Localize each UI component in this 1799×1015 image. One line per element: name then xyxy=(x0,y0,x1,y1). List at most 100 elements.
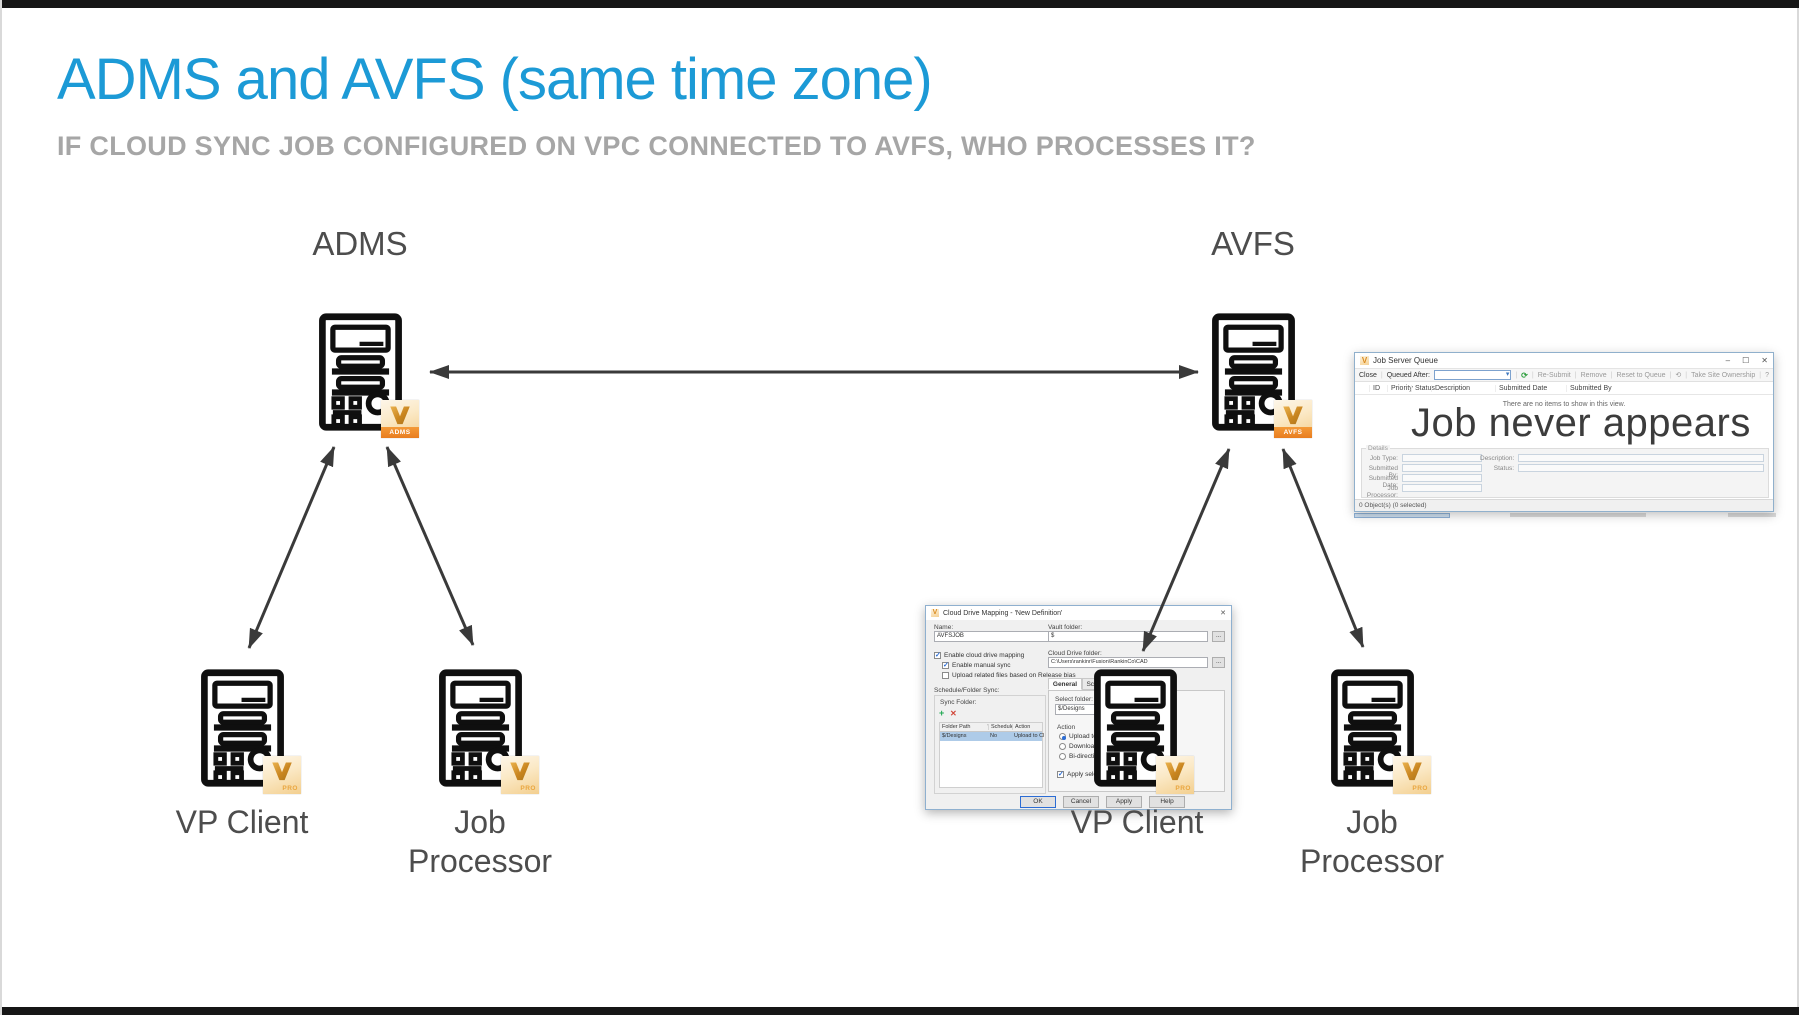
vp-client-left-server: PRO xyxy=(199,668,301,794)
column-header[interactable]: Submitted Date xyxy=(1495,385,1547,392)
empty-list-message: There are no items to show in this view. xyxy=(1502,401,1626,408)
vault-v-icon xyxy=(267,758,297,784)
field-label: Status: xyxy=(1493,465,1514,472)
cancel-button[interactable]: Cancel xyxy=(1063,796,1099,808)
arrow-avfs-jobprocessor xyxy=(1281,448,1365,648)
remove-button[interactable]: Remove xyxy=(1580,371,1607,379)
delete-folder-icon[interactable]: ✕ xyxy=(950,709,957,718)
separator: | xyxy=(1685,371,1688,379)
separator: | xyxy=(1515,371,1518,379)
tab-general[interactable]: General xyxy=(1048,678,1082,690)
description-field[interactable] xyxy=(1518,454,1764,462)
help-button[interactable]: Help xyxy=(1149,796,1185,808)
cell-scheduled: No xyxy=(990,733,998,739)
queued-after-combobox[interactable] xyxy=(1433,370,1512,380)
column-header[interactable]: Priority xyxy=(1387,385,1413,392)
details-groupbox: Details Job Type: Submitted By: Submitte… xyxy=(1361,445,1769,499)
close-button[interactable]: ✕ xyxy=(1761,356,1768,365)
background-window-fragment xyxy=(1354,513,1450,518)
separator: | xyxy=(1669,371,1672,379)
slide-top-bar xyxy=(2,0,1799,8)
resubmit-button[interactable]: Re-Submit xyxy=(1537,371,1571,379)
enable-mapping-checkbox[interactable] xyxy=(934,651,941,659)
page-subtitle: IF CLOUD SYNC JOB CONFIGURED ON VPC CONN… xyxy=(57,131,1256,161)
cloud-folder-browse-button[interactable]: ... xyxy=(1212,657,1225,668)
job-processor-left-server: PRO xyxy=(437,668,539,794)
cell-action: Upload to Cloud Drive xyxy=(1014,733,1044,739)
badge-text: PRO xyxy=(282,785,298,792)
vault-folder-input[interactable]: $ xyxy=(1048,631,1208,642)
background-window-fragment xyxy=(1510,513,1646,517)
dialog-title-bar[interactable]: V Cloud Drive Mapping - 'New Definition'… xyxy=(926,606,1231,620)
vault-pro-badge: PRO xyxy=(501,756,539,794)
column-header[interactable]: Action xyxy=(1012,724,1044,730)
vault-pro-badge: PRO xyxy=(1393,756,1431,794)
sync-folder-label: Sync Folder: xyxy=(940,699,977,706)
cloud-folder-input[interactable]: C:\Users\rankinr\Fusion\RankinCo\CAD xyxy=(1048,657,1208,668)
loop-icon[interactable]: ⟲ xyxy=(1675,372,1682,379)
bidirectional-radio[interactable] xyxy=(1059,753,1066,760)
field-label: Description: xyxy=(1480,455,1515,462)
column-header[interactable]: Folder Path xyxy=(942,724,971,730)
ok-button[interactable]: OK xyxy=(1020,796,1056,808)
submitted-date-field[interactable] xyxy=(1402,474,1482,482)
badge-text: PRO xyxy=(1175,785,1191,792)
upload-related-files-checkbox[interactable] xyxy=(942,672,949,679)
avfs-label: AVFS xyxy=(1211,225,1295,262)
avfs-server: AVFS xyxy=(1210,312,1312,438)
add-folder-icon[interactable]: + xyxy=(939,708,945,718)
job-processor-left-label: Job Processor xyxy=(407,804,553,880)
job-server-queue-window: V Job Server Queue – ☐ ✕ Close | Queued … xyxy=(1354,352,1774,512)
apply-button[interactable]: Apply xyxy=(1106,796,1142,808)
arrow-adms-vpclient xyxy=(247,446,336,649)
column-header[interactable]: Description xyxy=(1431,385,1470,392)
upload-radio[interactable] xyxy=(1059,733,1066,740)
badge-text: AVFS xyxy=(1274,427,1312,438)
download-radio[interactable] xyxy=(1059,743,1066,750)
queued-after-label: Queued After: xyxy=(1386,371,1430,379)
vault-v-icon xyxy=(1397,758,1427,784)
window-title: Job Server Queue xyxy=(1373,356,1438,365)
status-field[interactable] xyxy=(1518,464,1764,472)
vp-client-right-server: PRO xyxy=(1092,668,1194,794)
page-title: ADMS and AVFS (same time zone) xyxy=(57,47,933,112)
column-header[interactable]: Submitted By xyxy=(1566,385,1612,392)
submitted-by-field[interactable] xyxy=(1402,464,1482,472)
sync-folder-table: Folder Path ⌃ Scheduled Action $/Designs… xyxy=(939,722,1044,788)
apply-subfolders-checkbox[interactable] xyxy=(1057,770,1064,778)
dialog-title: Cloud Drive Mapping - 'New Definition' xyxy=(943,609,1063,617)
enable-manual-sync-checkbox[interactable] xyxy=(942,661,949,669)
column-header[interactable]: Status xyxy=(1411,385,1435,392)
name-label: Name: xyxy=(934,624,954,631)
job-processor-field[interactable] xyxy=(1402,484,1482,492)
close-icon[interactable]: ✕ xyxy=(1220,610,1226,617)
details-legend: Details xyxy=(1366,445,1390,452)
job-type-field[interactable] xyxy=(1402,454,1482,462)
adms-label: ADMS xyxy=(312,225,408,262)
vault-v-icon xyxy=(505,758,535,784)
vault-v-icon xyxy=(385,402,415,428)
maximize-button[interactable]: ☐ xyxy=(1742,356,1750,365)
cell-folder-path: $/Designs xyxy=(942,733,967,739)
help-icon[interactable]: ? xyxy=(1765,371,1769,379)
refresh-icon[interactable]: ⟳ xyxy=(1521,370,1528,380)
window-title-bar[interactable]: V Job Server Queue – ☐ ✕ xyxy=(1355,353,1773,368)
minimize-button[interactable]: – xyxy=(1725,356,1731,365)
take-site-ownership-button[interactable]: Take Site Ownership xyxy=(1691,371,1756,379)
vault-v-icon xyxy=(1160,758,1190,784)
job-processor-right-server: PRO xyxy=(1329,668,1431,794)
checkbox-label: Upload related files based on Release bi… xyxy=(952,672,1076,679)
close-queue-button[interactable]: Close xyxy=(1359,371,1377,379)
reset-to-queue-button[interactable]: Reset to Queue xyxy=(1616,371,1666,379)
column-header[interactable]: ID xyxy=(1369,385,1380,392)
table-header: Folder Path ⌃ Scheduled Action xyxy=(940,723,1042,732)
column-header[interactable]: Scheduled xyxy=(988,724,1012,730)
badge-text: ADMS xyxy=(381,427,419,438)
table-row[interactable]: $/Designs No Upload to Cloud Drive xyxy=(940,732,1044,741)
schedule-folder-sync-label: Schedule/Folder Sync: xyxy=(934,687,1000,694)
cloud-folder-label: Cloud Drive folder: xyxy=(1048,650,1102,657)
vault-folder-browse-button[interactable]: ... xyxy=(1212,631,1225,642)
badge-text: PRO xyxy=(1412,785,1428,792)
adms-server: ADMS xyxy=(317,312,419,438)
